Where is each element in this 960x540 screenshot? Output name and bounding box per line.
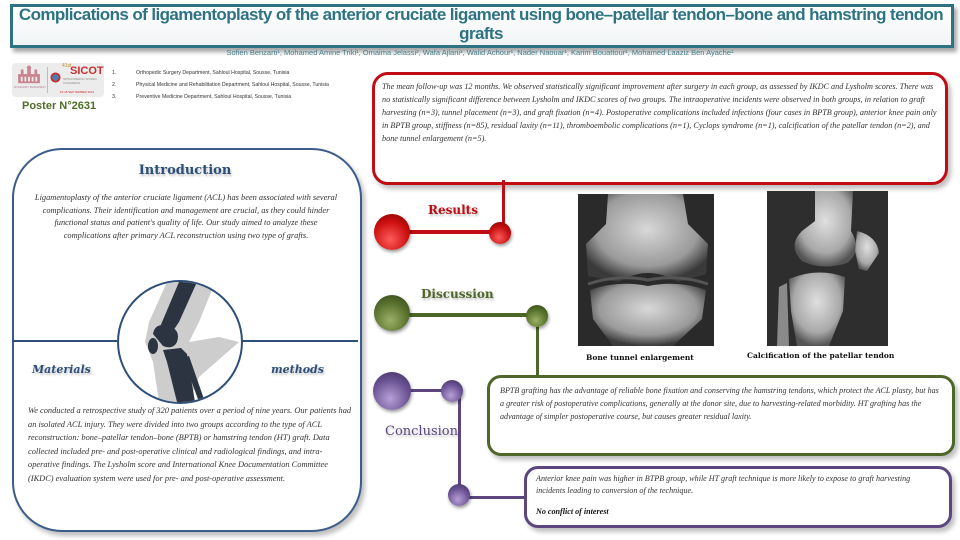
affiliation-text: Preventive Medicine Department, Sahloul … [136, 94, 292, 100]
conclusion-connector [395, 389, 455, 392]
parliament-building-icon [18, 65, 40, 84]
conclusion-node-icon [448, 484, 470, 506]
conclusion-node-icon [441, 380, 463, 402]
introduction-text: Ligamentoplasty of the anterior cruciate… [34, 193, 338, 240]
conclusion-connector [458, 390, 461, 498]
results-box [372, 72, 948, 185]
poster-title: Complications of ligamentoplasty of the … [18, 5, 944, 43]
poster-number: Poster N°2631 [22, 100, 97, 112]
logo-dates: 15-18 SEPTEMBER 2021 [59, 90, 95, 94]
logo-subtitle: ORTHOPAEDIC WORLD CONGRESS [63, 77, 97, 85]
knee-bone-icon [145, 282, 239, 402]
divider-line [12, 340, 117, 342]
conclusion-node-icon [373, 372, 411, 410]
logo-divider [47, 67, 48, 93]
conclusion-connector [460, 496, 525, 499]
affiliation-text: Orthopedic Surgery Department, Sahloul H… [136, 70, 290, 76]
results-connector [502, 180, 505, 232]
sicot-logo: HUNGARY BUDAPEST 41st SICOT ORTHOPAEDIC … [12, 63, 104, 97]
knee-illustration [117, 280, 243, 404]
materials-heading: Materials [32, 363, 91, 376]
divider-line [240, 340, 358, 342]
discussion-node-icon [526, 305, 548, 327]
globe-icon [50, 72, 61, 83]
results-node-icon [374, 214, 410, 250]
methods-text: We conducted a retrospective study of 32… [28, 406, 352, 483]
results-node-icon [489, 222, 511, 244]
xray-image-lateral-knee [767, 191, 888, 346]
discussion-node-icon [374, 295, 410, 331]
figure-caption: Bone tunnel enlargement [586, 353, 694, 362]
results-connector [395, 230, 500, 234]
logo-edition: 41st [62, 63, 72, 69]
conclusion-box [524, 466, 952, 528]
affiliation-item: 3. Preventive Medicine Department, Sahlo… [112, 93, 362, 101]
conclusion-text: Anterior knee pain was higher in BTPB gr… [536, 474, 911, 495]
introduction-heading: Introduction [138, 163, 232, 178]
discussion-heading: Discussion [421, 287, 494, 301]
affiliation-number: 3. [112, 94, 117, 100]
conclusion-heading: Conclusion [385, 424, 458, 439]
logo-brand: SICOT [70, 65, 104, 77]
discussion-box [487, 375, 955, 456]
discussion-connector [536, 315, 539, 377]
affiliation-item: 1. Orthopedic Surgery Department, Sahlou… [112, 69, 362, 77]
conflict-of-interest: No conflict of interest [536, 507, 609, 516]
xray-image-ap-knee [578, 194, 714, 346]
results-heading: Results [428, 203, 478, 217]
affiliation-text: Physical Medicine and Rehabilitation Dep… [136, 82, 329, 88]
results-text: The mean follow-up was 12 months. We obs… [382, 82, 937, 143]
discussion-text: BPTB grafting has the advantage of relia… [500, 386, 939, 421]
figure-caption: Calcification of the patellar tendon [747, 351, 895, 360]
affiliation-number: 2. [112, 82, 117, 88]
title-banner [10, 4, 954, 48]
affiliations-list: 1. Orthopedic Surgery Department, Sahlou… [112, 69, 362, 105]
affiliation-item: 2. Physical Medicine and Rehabilitation … [112, 81, 362, 89]
methods-heading: methods [271, 363, 324, 376]
authors-line: Sofien Benzarti¹, Mohamed Amine Triki¹, … [226, 48, 734, 57]
affiliation-number: 1. [112, 70, 117, 76]
discussion-connector [395, 313, 535, 317]
logo-city: HUNGARY BUDAPEST [14, 85, 46, 89]
